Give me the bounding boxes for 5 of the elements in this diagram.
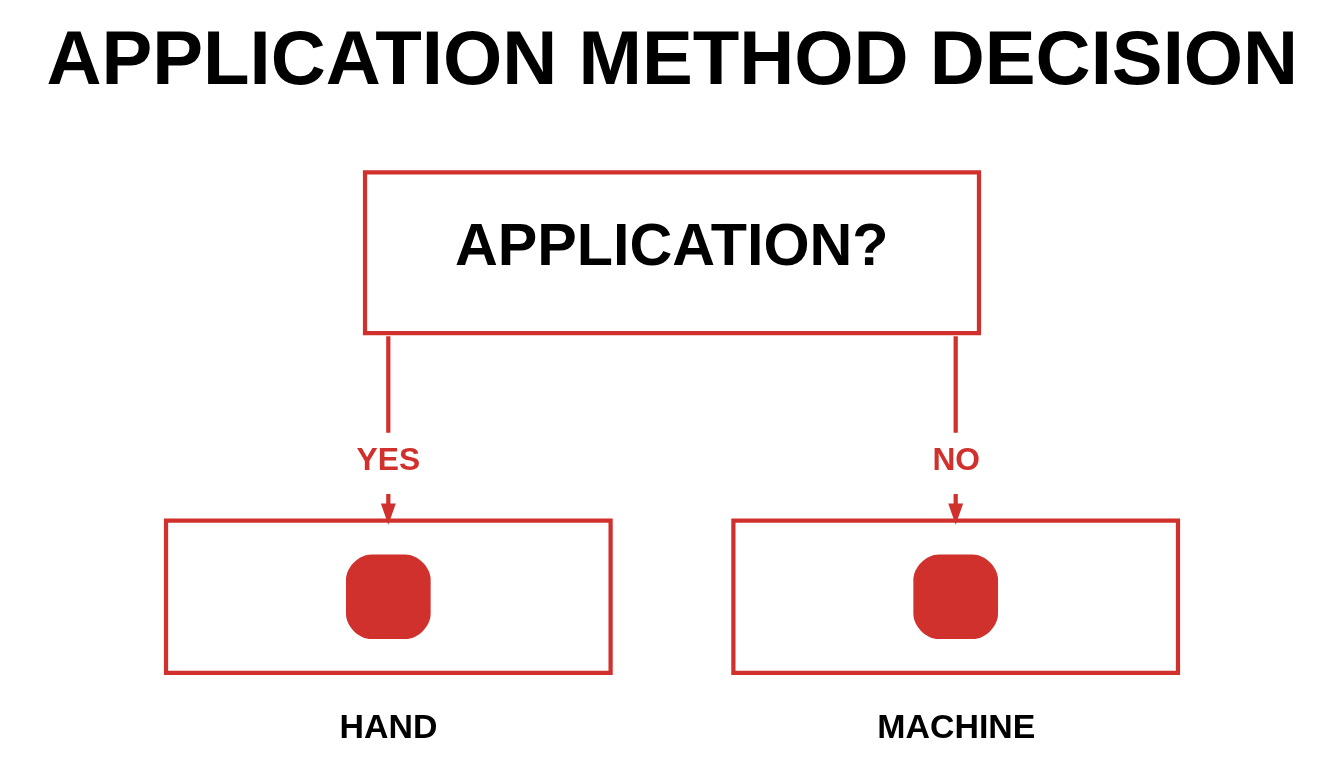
node-label: HAND (339, 707, 438, 746)
diagram-title: APPLICATION METHOD DECISION (46, 15, 1299, 101)
edge-label: NO (932, 440, 981, 477)
node-label: MACHINE (877, 707, 1036, 746)
edge-label: YES (356, 440, 421, 477)
